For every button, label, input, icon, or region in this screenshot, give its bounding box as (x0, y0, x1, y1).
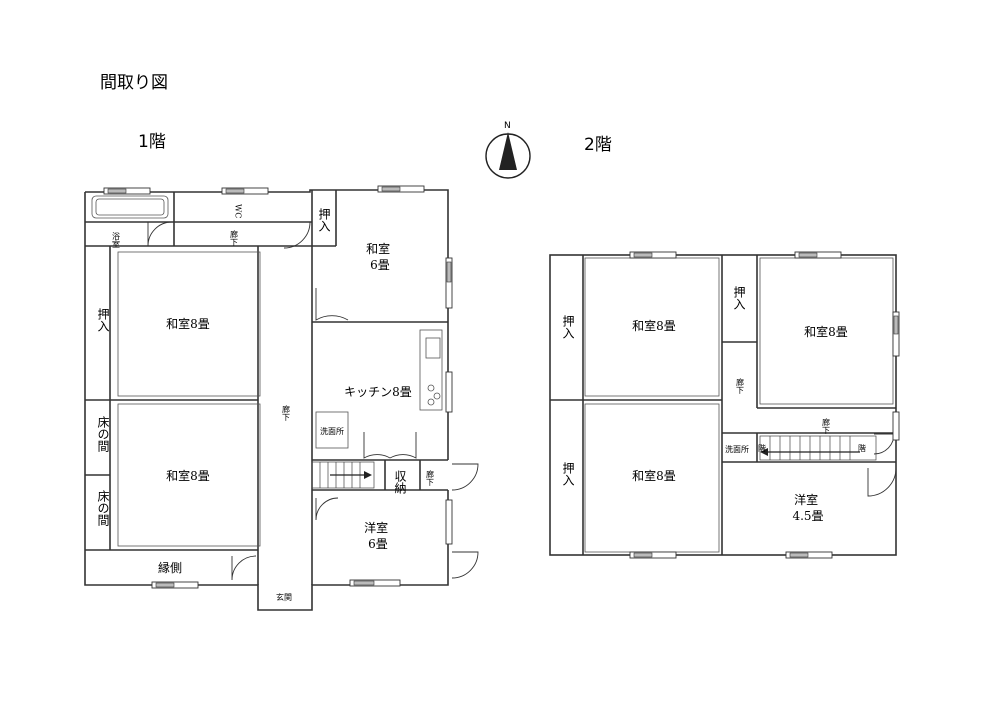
room-tokonoma-2: 床の間 (96, 490, 110, 526)
room-bath: 浴室 (112, 231, 121, 248)
windows-floor2 (629, 251, 900, 559)
room-oshiire-top: 押入 (317, 208, 331, 232)
stairs-floor1 (311, 461, 375, 489)
room2-stair-label-right: 階 (858, 443, 867, 453)
room-washitsu8-top: 和室8畳 (166, 316, 210, 331)
windows-floor1 (103, 185, 453, 589)
room2-youshitsu45: 洋室 4.5畳 (792, 492, 823, 523)
room2-oshiire-bl: 押入 (561, 462, 575, 486)
room-washitsu6: 和室 6畳 (366, 241, 394, 272)
floor2-label: 2階 (584, 135, 612, 155)
room2-corridor-top: 廊下 (822, 417, 831, 435)
room2-sink-area: 洗面所 (725, 444, 749, 454)
room2-oshiire-left: 押入 (561, 315, 575, 339)
room-youshitsu6: 洋室 6畳 (364, 520, 392, 551)
room-corridor-small: 廊下 (426, 469, 435, 487)
stairs-floor2 (759, 435, 877, 461)
room2-oshiire-mid: 押入 (732, 286, 746, 310)
floor1-label: 1階 (138, 132, 166, 152)
floor2-plan: 押入 和室8畳 押入 和室8畳 廊下 廊下 押入 和室8畳 洗面所 階 階 洋室… (549, 251, 900, 559)
room-oshiire-left: 押入 (96, 308, 110, 332)
room2-washitsu8-tr: 和室8畳 (804, 324, 848, 339)
room2-washitsu8-tl: 和室8畳 (632, 318, 676, 333)
room-storage: 収納 (393, 470, 407, 494)
room-corridor-top: 廊下 (230, 229, 239, 247)
room-genkan: 玄関 (276, 592, 292, 602)
room-kitchen: キッチン8畳 (344, 385, 412, 399)
plan-title: 間取り図 (100, 73, 168, 93)
room2-stair-label-left: 階 (758, 443, 767, 453)
north-compass-icon: N (485, 121, 531, 179)
room-engawa: 縁側 (158, 560, 182, 575)
room2-washitsu8-bl: 和室8畳 (632, 468, 676, 483)
compass-label: N (504, 121, 511, 131)
room-washitsu8-bottom: 和室8畳 (166, 468, 210, 483)
room-wc: WC (234, 204, 243, 218)
room-tokonoma-1: 床の間 (96, 416, 110, 452)
floor1-plan: 浴室 WC 廊下 押入 和室 6畳 押入 和室8畳 キッチン8畳 洗面所 床の間… (84, 185, 479, 611)
room-sink-area: 洗面所 (320, 426, 344, 436)
room2-corridor-mid: 廊下 (736, 377, 745, 395)
room-corridor-mid: 廊下 (282, 404, 291, 422)
